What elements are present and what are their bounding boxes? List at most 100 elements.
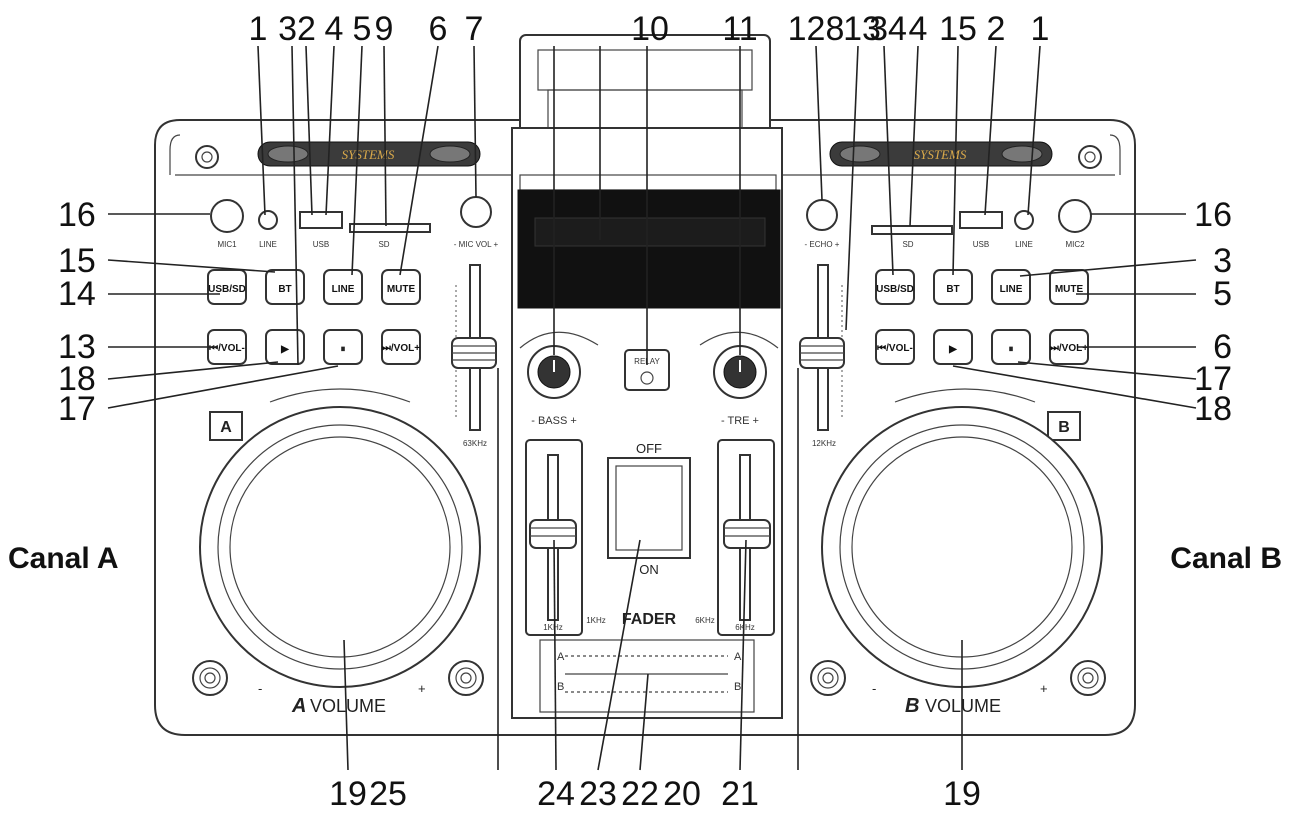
play-button-left[interactable] <box>265 329 305 365</box>
callout-number: 18 <box>58 360 96 398</box>
play-button-right[interactable] <box>933 329 973 365</box>
callout-number: 5 <box>1213 275 1232 313</box>
callout-number: 34 <box>869 10 907 48</box>
callout-number: 15 <box>939 10 977 48</box>
prev-vol-down-button-right[interactable] <box>875 329 915 365</box>
pause-button-right[interactable] <box>991 329 1031 365</box>
volume-letter-a: A <box>291 695 306 717</box>
prev-button-label: ⏮/VOL- <box>877 343 913 354</box>
callout-number: 1 <box>249 10 268 48</box>
callout-number: 17 <box>58 390 96 428</box>
callout-number: 16 <box>58 196 96 234</box>
bt-button-label: BT <box>278 284 291 295</box>
jog-wheel-a[interactable] <box>199 406 481 688</box>
callout-number: 15 <box>58 242 96 280</box>
next-vol-up-button-left[interactable] <box>381 329 421 365</box>
prev-button-label: ⏮/VOL- <box>209 343 245 354</box>
bt-button-left[interactable] <box>265 269 305 305</box>
callouts-top-left: 1 32 4 5 9 6 7 <box>249 10 484 366</box>
eq-slider-right[interactable] <box>717 439 775 636</box>
brand-badge-right: SYSTEMS <box>829 141 1053 167</box>
usb-sd-button-label: USB/SD <box>876 284 914 295</box>
play-button-label: ▶ <box>280 344 290 355</box>
line-button-right[interactable] <box>991 269 1031 305</box>
sd-label-left: SD <box>378 240 389 249</box>
volume-letter-b: B <box>905 695 919 717</box>
callouts-left: 16 15 14 13 18 17 <box>58 196 339 428</box>
callout-number: 13 <box>58 328 96 366</box>
mute-button-right[interactable] <box>1049 269 1089 305</box>
power-off-label: OFF <box>636 441 662 456</box>
sd-slot-left[interactable] <box>349 223 431 233</box>
volume-plus-b: + <box>1040 681 1048 696</box>
callout-number: 4 <box>325 10 344 48</box>
callout-number: 11 <box>722 10 757 48</box>
mic1-jack[interactable] <box>210 199 244 233</box>
callout-number: 128 <box>788 10 845 48</box>
usb-port-left[interactable] <box>299 211 343 229</box>
xfade-a-left: A <box>557 651 565 663</box>
line-button-left[interactable] <box>323 269 363 305</box>
callout-number: 20 <box>663 775 701 813</box>
volume-minus-b: - <box>872 681 876 696</box>
line-button-label: LINE <box>1000 284 1023 295</box>
volume-label-a: VOLUME <box>310 696 386 716</box>
echo-knob[interactable] <box>806 199 838 231</box>
callout-number: 19 <box>943 775 981 813</box>
crossfader[interactable] <box>539 639 755 713</box>
usb-sd-button-right[interactable] <box>875 269 915 305</box>
usb-label-right: USB <box>973 240 989 249</box>
volume-minus-a: - <box>258 681 262 696</box>
callout-number: 19 <box>329 775 367 813</box>
bt-button-label: BT <box>946 284 959 295</box>
mic1-label: MIC1 <box>217 240 237 249</box>
callout-number: 10 <box>631 10 669 48</box>
canal-a-label: Canal A <box>8 542 119 575</box>
mic-vol-label: - MIC VOL + <box>454 240 499 249</box>
callout-number: 21 <box>721 775 759 813</box>
eq-slider-left[interactable] <box>525 439 583 636</box>
treble-knob[interactable] <box>699 331 779 399</box>
callout-number: 4 <box>909 10 928 48</box>
callout-number: 9 <box>375 10 394 48</box>
callout-number: 1 <box>1031 10 1050 48</box>
brand-badge-left: SYSTEMS <box>257 141 481 167</box>
callout-number: 17 <box>1194 360 1232 398</box>
usb-sd-button-left[interactable] <box>207 269 247 305</box>
callouts-bottom: 19 25 24 23 22 20 21 19 <box>329 368 981 813</box>
callout-number: 22 <box>621 775 659 813</box>
power-switch[interactable] <box>607 457 691 559</box>
line-jack-right[interactable] <box>1014 210 1034 230</box>
callout-number: 2 <box>987 10 1006 48</box>
right-button-row: USB/SD BT LINE MUTE <box>875 269 1089 305</box>
pause-button-label: ⏸ <box>341 344 346 355</box>
pause-button-left[interactable] <box>323 329 363 365</box>
play-button-label: ▶ <box>948 344 958 355</box>
sd-label-right: SD <box>902 240 913 249</box>
echo-slider-right[interactable] <box>799 264 845 431</box>
line-label-right: LINE <box>1015 240 1033 249</box>
freq-label-right: 12KHz <box>812 439 836 448</box>
callout-number: 18 <box>1194 390 1232 428</box>
mute-button-label: MUTE <box>1055 284 1084 295</box>
display-screen <box>517 189 781 309</box>
xfade-b-right: B <box>734 681 741 693</box>
sd-slot-right[interactable] <box>871 225 953 235</box>
deck-letter-a: A <box>220 419 232 436</box>
line-jack-left[interactable] <box>258 210 278 230</box>
callout-number: 5 <box>353 10 372 48</box>
callout-number: 23 <box>579 775 617 813</box>
mic-vol-knob[interactable] <box>460 196 492 228</box>
mute-button-label: MUTE <box>387 284 416 295</box>
screw-icon <box>192 145 1106 696</box>
fader-label: FADER <box>622 611 677 628</box>
callout-number: 7 <box>465 10 484 48</box>
callout-number: 3 <box>1213 242 1232 280</box>
next-button-label: ⏭/VOL+ <box>382 343 420 354</box>
pitch-slider-left[interactable] <box>451 264 497 431</box>
freq-label-2: 1KHz <box>586 616 606 625</box>
usb-port-right[interactable] <box>959 211 1003 229</box>
callouts-top-mid: 10 11 <box>553 10 758 365</box>
mic2-jack[interactable] <box>1058 199 1092 233</box>
callout-number: 24 <box>537 775 575 813</box>
